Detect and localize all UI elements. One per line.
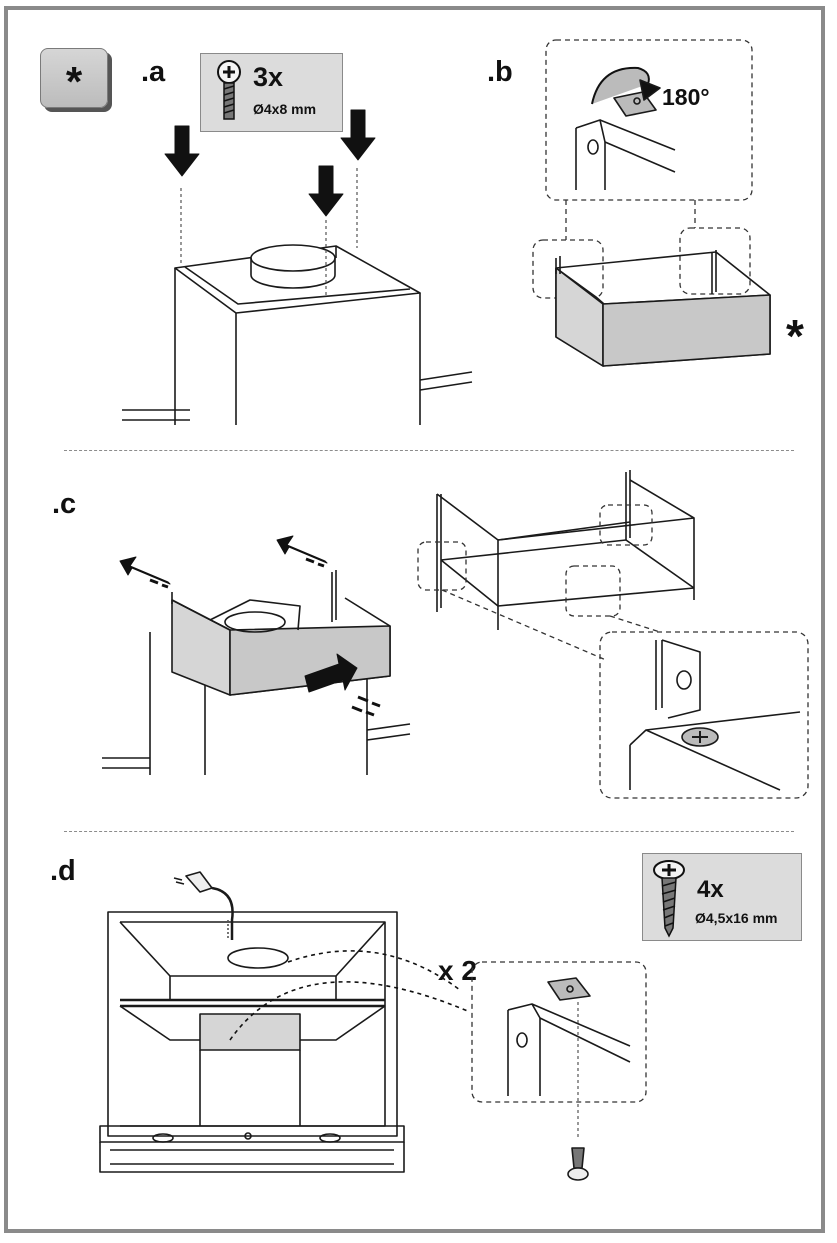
screw-info-box-d: 4x Ø4,5x16 mm — [642, 853, 802, 941]
step-c-bracket-closeup — [629, 639, 801, 791]
step-label-a: .a — [141, 56, 166, 88]
step-d-bracket-closeup — [507, 977, 631, 1140]
screw-icon — [217, 60, 241, 120]
rotation-arrow-icon — [591, 66, 661, 105]
step-a-chimney-drawing — [122, 244, 473, 425]
step-d-detail-box — [471, 961, 647, 1103]
screw-dimension-d: Ø4,5x16 mm — [695, 910, 778, 926]
screw-quantity-d: 4x — [697, 876, 724, 903]
step-c-frame-drawing — [436, 470, 695, 630]
screw-info-box-a: 3x Ø4x8 mm — [200, 53, 343, 132]
section-divider-1 — [64, 450, 794, 451]
step-label-c: .c — [52, 488, 77, 520]
step-a-arrows — [164, 109, 376, 217]
small-screw-icon — [567, 1147, 589, 1181]
section-divider-2 — [64, 831, 794, 832]
step-label-b: .b — [487, 56, 513, 88]
screw-dimension-a: Ø4x8 mm — [253, 101, 317, 117]
step-b-bracket-detail — [575, 91, 676, 190]
rotation-angle-label: 180° — [662, 84, 710, 110]
step-c-arrows — [119, 535, 358, 693]
step-label-d: .d — [50, 855, 76, 887]
step-c-chimney-drawing — [102, 570, 411, 775]
long-screw-icon — [653, 860, 685, 938]
step-c-detail-boxes — [417, 504, 809, 799]
optional-step-badge: * — [40, 48, 108, 108]
step-a-screw-guides — [180, 168, 358, 296]
repeat-count-label: x 2 — [438, 955, 477, 986]
page-frame — [4, 6, 825, 1233]
optional-part-mark: * — [786, 310, 804, 362]
step-c-dash-trails — [149, 557, 381, 717]
screw-quantity-a: 3x — [253, 62, 284, 92]
step-d-hood-drawing — [99, 911, 405, 1173]
power-cable-icon — [173, 871, 234, 940]
step-d-callout-lines — [229, 950, 471, 1041]
step-b-cover-panel — [555, 250, 771, 367]
